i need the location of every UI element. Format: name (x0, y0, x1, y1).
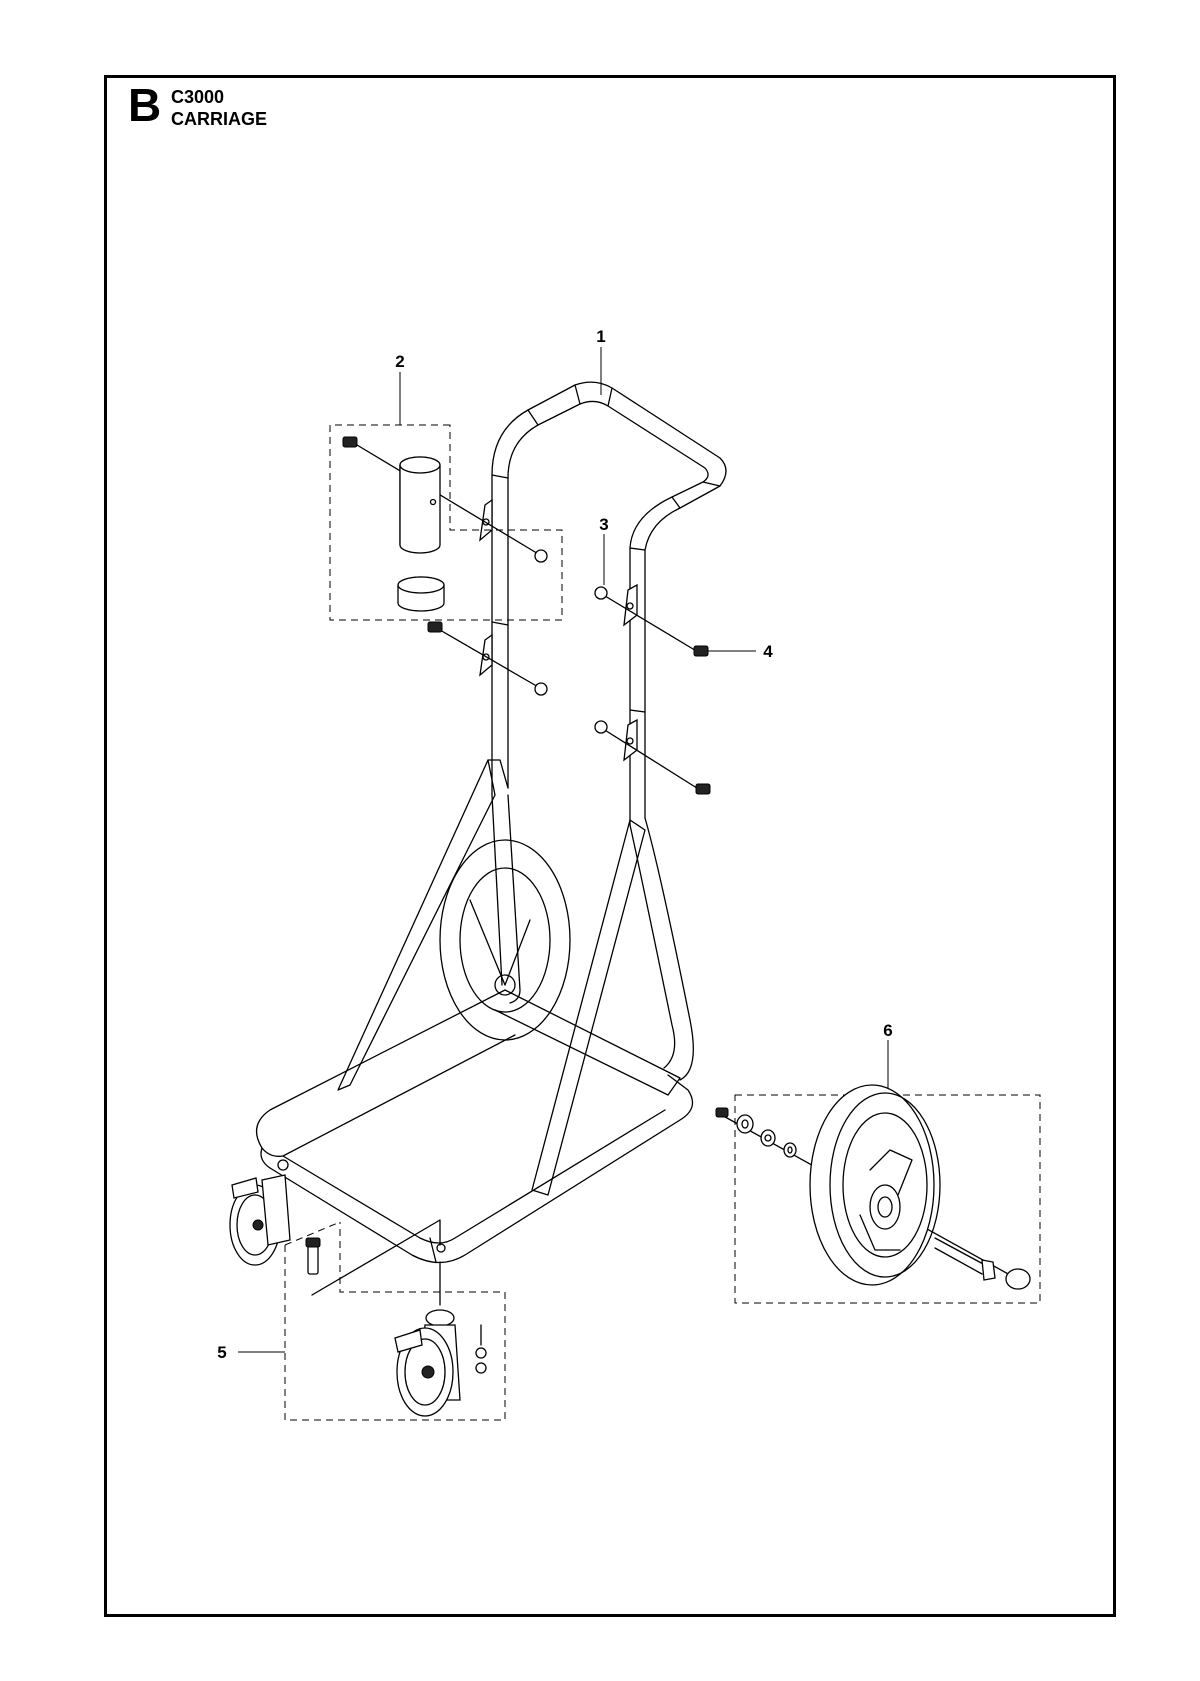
callout-3: 3 (599, 515, 608, 534)
callout-4: 4 (763, 642, 773, 661)
callout-1: 1 (596, 327, 605, 346)
callout-5: 5 (217, 1343, 226, 1362)
diagram-header: C3000 CARRIAGE (171, 86, 267, 130)
model-name: C3000 (171, 87, 225, 107)
callout-leaders (600, 347, 756, 652)
page-frame (104, 75, 1116, 1617)
callout-6: 6 (883, 1021, 892, 1040)
part-5-castor-kit (229, 1174, 506, 1421)
assembly-name: CARRIAGE (171, 109, 268, 129)
mounting-brackets (342, 436, 711, 795)
part-2-holder-kit (329, 372, 563, 621)
callout-2: 2 (395, 352, 404, 371)
carriage-frame (255, 381, 727, 1264)
section-letter: B (128, 79, 162, 131)
part-6-wheel-kit (715, 1040, 1041, 1304)
